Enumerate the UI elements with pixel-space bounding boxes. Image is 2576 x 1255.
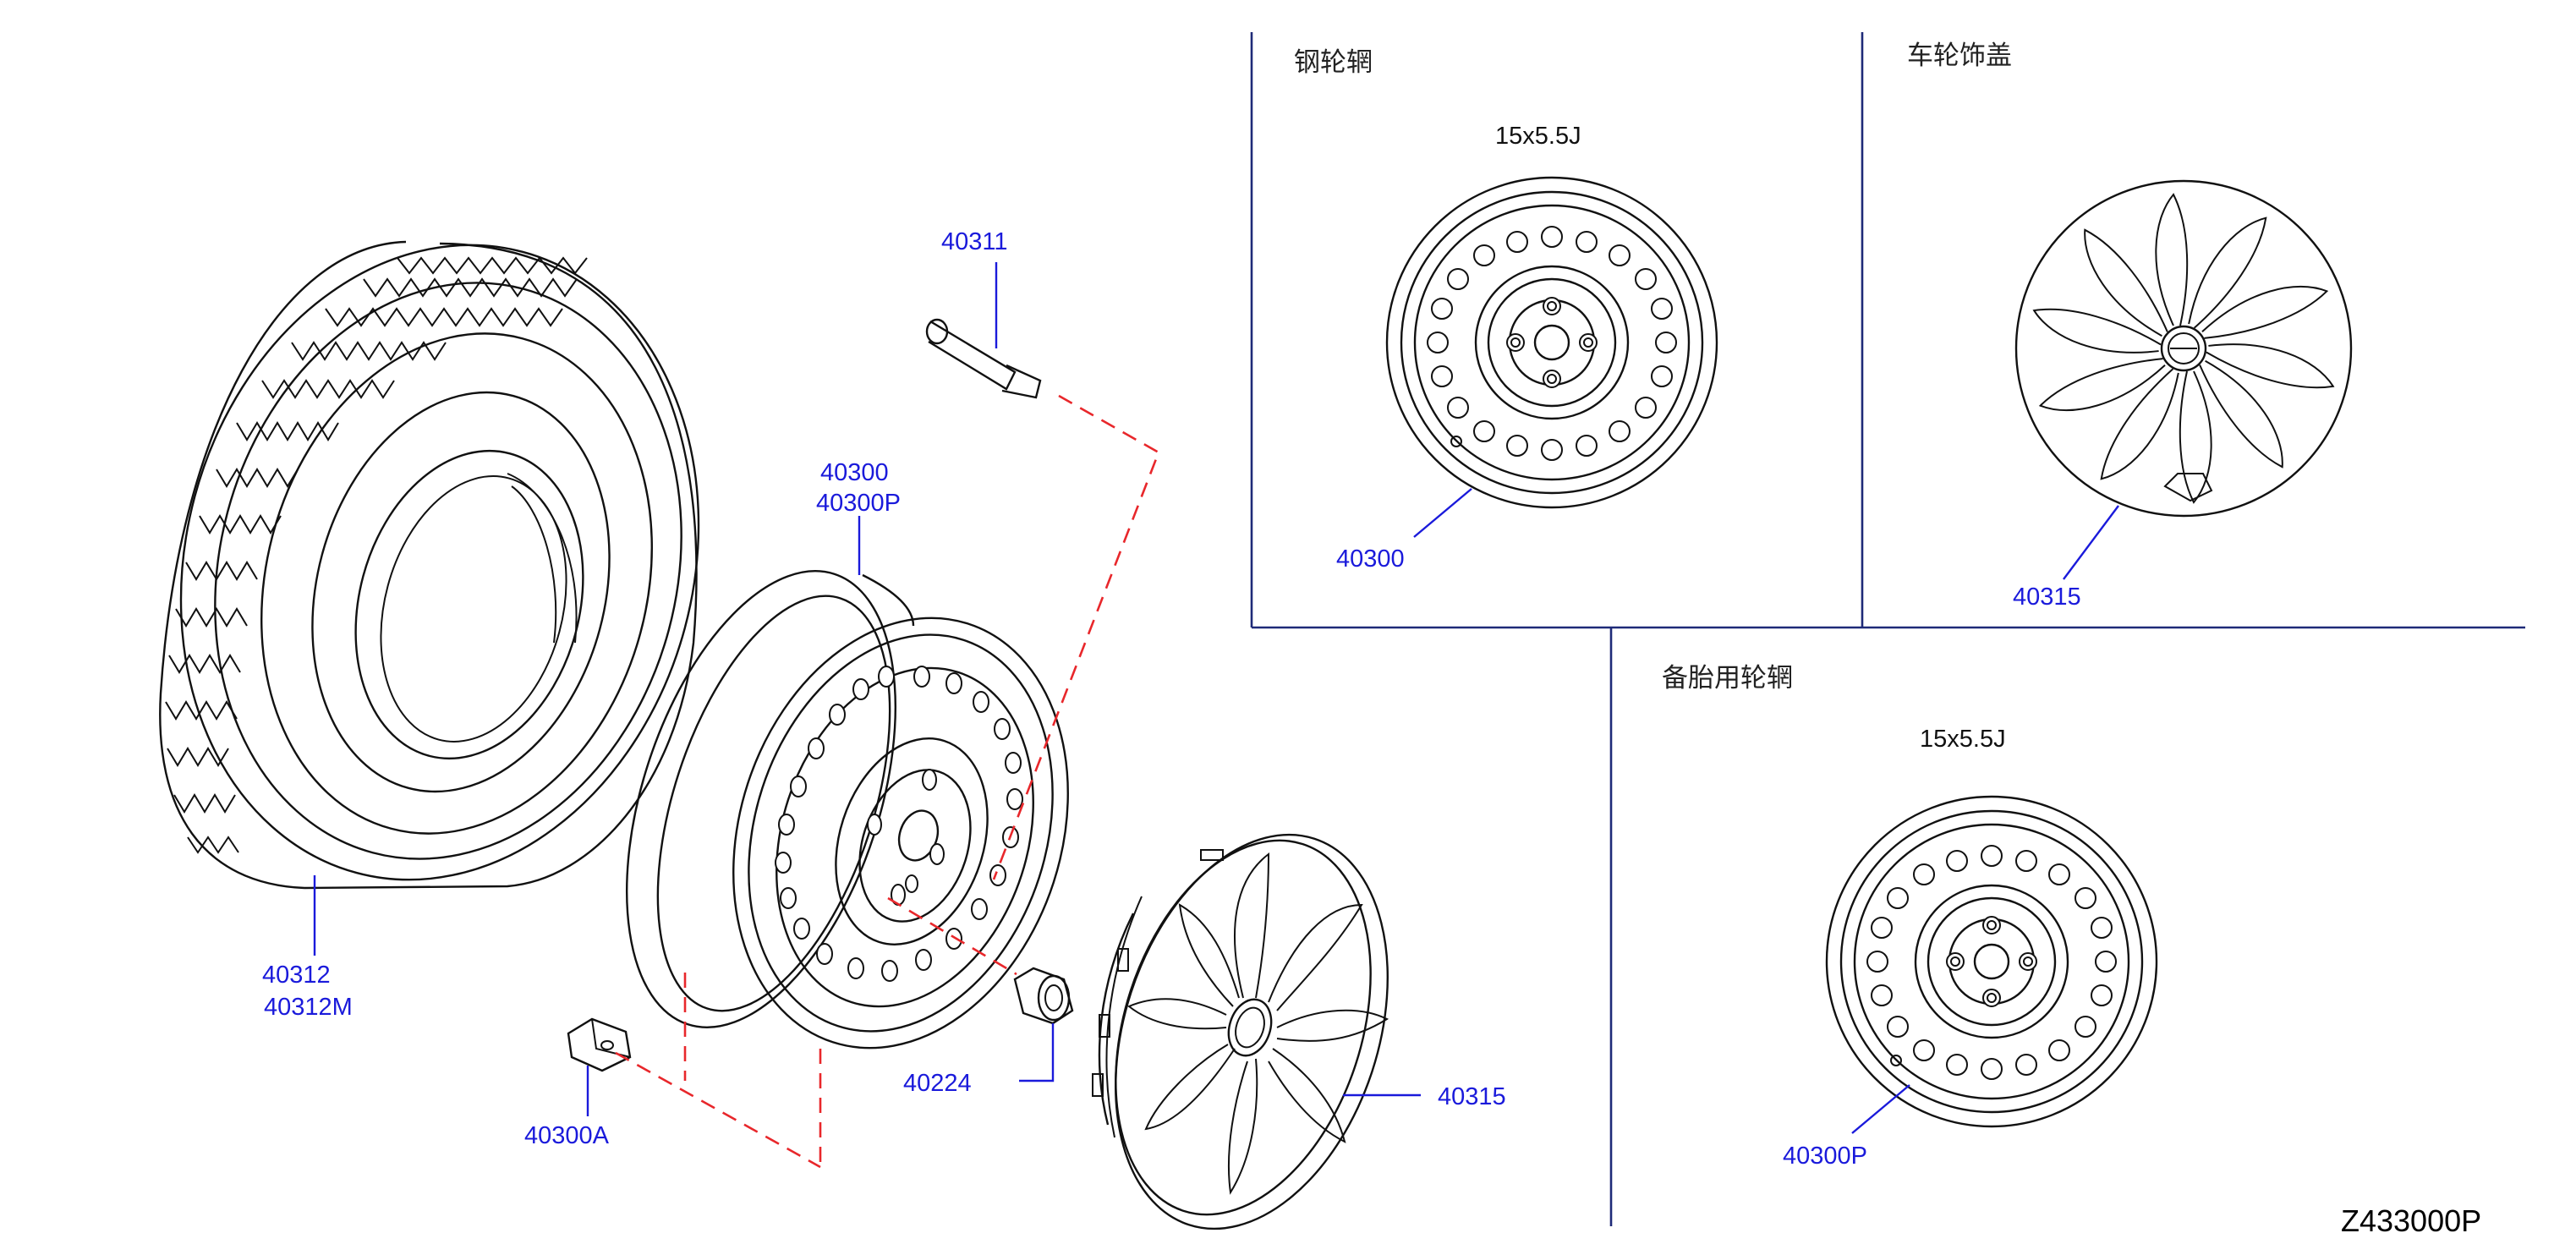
wheel-cover-drawing: [1092, 833, 1389, 1230]
spare-wheel-title: 备胎用轮辋: [1662, 663, 1793, 693]
steel-wheel-drawing: [1385, 176, 1718, 509]
spare-wheel-part-number: 40300P: [1783, 1143, 1867, 1170]
lug-nut-drawing: [1013, 967, 1074, 1025]
cover-part-number: 40315: [1438, 1083, 1506, 1110]
sensor-part-number: 40300A: [524, 1122, 610, 1149]
steel-wheel-size: 15x5.5J: [1495, 123, 1581, 150]
wheel-drawing: [626, 570, 1069, 1049]
panel-frame: [1250, 32, 2525, 1226]
assembly-lines: [615, 394, 1160, 1169]
wheel-cover-front-drawing: [2014, 179, 2353, 518]
valve-stem-drawing: [925, 318, 1042, 399]
wheel-part-number: 40300: [820, 459, 889, 486]
spare-wheel-size: 15x5.5J: [1920, 726, 2006, 753]
wheel-cover-title: 车轮饰盖: [1907, 41, 2012, 71]
sensor-drawing: [567, 1017, 632, 1072]
tire-part-number: 40312: [262, 962, 331, 989]
wheel-cover-part-number: 40315: [2013, 584, 2081, 611]
spare-wheel-drawing: [1825, 795, 2158, 1128]
tire-drawing: [159, 240, 700, 890]
steel-wheel-part-number: 40300: [1336, 545, 1405, 573]
drawing-code: Z433000P: [2341, 1203, 2481, 1238]
valve-part-number: 40311: [941, 228, 1008, 255]
nut-part-number: 40224: [903, 1070, 972, 1097]
wheel-part-number-alt: 40300P: [816, 490, 901, 517]
tire-part-number-alt: 40312M: [264, 994, 353, 1021]
steel-wheel-title: 钢轮辋: [1294, 47, 1373, 78]
